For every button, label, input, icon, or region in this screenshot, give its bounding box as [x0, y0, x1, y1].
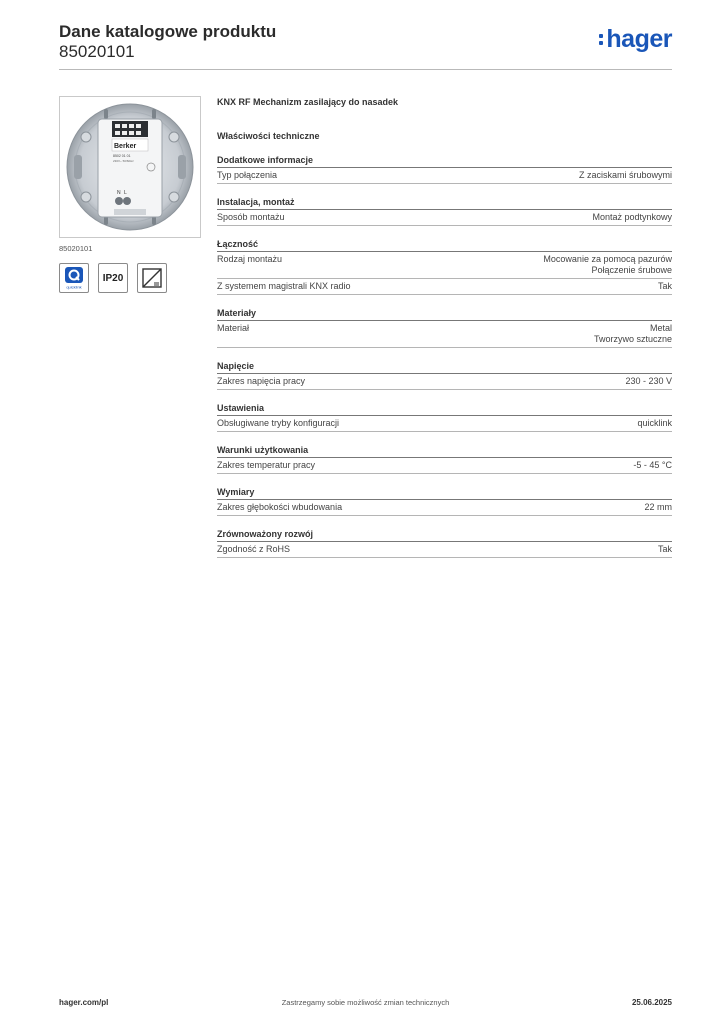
product-photo-icon: Berker 8502 01 01 230V~ 50/60Hz N L: [66, 103, 194, 231]
spec-row: Zakres temperatur pracy -5 - 45 °C: [217, 458, 672, 474]
spec-value: Połączenie śrubowe: [591, 265, 672, 275]
spec-group: Zrównoważony rozwój Zgodność z RoHS Tak: [217, 529, 672, 558]
spec-row: Zakres napięcia pracy 230 - 230 V: [217, 374, 672, 390]
spec-group: Dodatkowe informacje Typ połączenia Z za…: [217, 155, 672, 184]
spec-row: Zgodność z RoHS Tak: [217, 542, 672, 558]
spec-group: Łączność Rodzaj montażu Mocowanie za pom…: [217, 239, 672, 295]
ip20-badge: IP20: [98, 263, 128, 293]
spec-group: Warunki użytkowania Zakres temperatur pr…: [217, 445, 672, 474]
document-title: Dane katalogowe produktu: [59, 22, 277, 41]
spec-value: quicklink: [637, 418, 672, 428]
terminal-l-label: L: [124, 190, 127, 196]
product-name: KNX RF Mechanizm zasilający do nasadek: [217, 97, 399, 107]
spec-row: Sposób montażu Montaż podtynkowy: [217, 210, 672, 226]
footer-website-link[interactable]: hager.com/pl: [59, 998, 109, 1007]
ip20-icon: IP20: [102, 272, 124, 284]
spec-group: Instalacja, montaż Sposób montażu Montaż…: [217, 197, 672, 226]
spec-label: Zakres temperatur pracy: [217, 460, 316, 470]
spec-label: Sposób montażu: [217, 212, 285, 222]
group-title: Napięcie: [217, 361, 672, 374]
group-title: Wymiary: [217, 487, 672, 500]
spec-label: Materiał: [217, 323, 250, 333]
product-code: 85020101: [59, 244, 93, 253]
spec-label: Typ połączenia: [217, 170, 278, 180]
image-brand-label: Berker: [114, 143, 136, 150]
spec-row: Z systemem magistrali KNX radio Tak: [217, 279, 672, 295]
spec-group: Materiały Materiał Metal Tworzywo sztucz…: [217, 308, 672, 348]
spec-group: Napięcie Zakres napięcia pracy 230 - 230…: [217, 361, 672, 390]
spec-row: Obsługiwane tryby konfiguracji quicklink: [217, 416, 672, 432]
document-number: 85020101: [59, 42, 135, 61]
group-title: Ustawienia: [217, 403, 672, 416]
logo-text: hager: [606, 25, 672, 53]
spec-value: Tak: [657, 544, 672, 554]
product-image: Berker 8502 01 01 230V~ 50/60Hz N L: [59, 96, 201, 238]
spec-value: -5 - 45 °C: [633, 460, 672, 470]
quicklink-badge: quicklink: [59, 263, 89, 293]
spec-value: 230 - 230 V: [625, 376, 672, 386]
page-header: Dane katalogowe produktu 85020101 hager: [59, 22, 672, 70]
spec-value: Tak: [657, 281, 672, 291]
spec-value: 22 mm: [644, 502, 672, 512]
group-title: Dodatkowe informacje: [217, 155, 672, 168]
footer-notice: Zastrzegamy sobie możliwość zmian techni…: [281, 998, 450, 1007]
spec-row: Rodzaj montażu Mocowanie za pomocą pazur…: [217, 252, 672, 279]
group-title: Warunki użytkowania: [217, 445, 672, 458]
image-spec-label: 230V~ 50/60Hz: [113, 159, 134, 163]
spec-label: Rodzaj montażu: [217, 254, 283, 264]
spec-group: Ustawienia Obsługiwane tryby konfiguracj…: [217, 403, 672, 432]
spec-value: Tworzywo sztuczne: [593, 334, 672, 344]
flush-mounting-icon: [142, 268, 162, 288]
image-code-label: 8502 01 01: [113, 154, 131, 158]
spec-row: Typ połączenia Z zaciskami śrubowymi: [217, 168, 672, 184]
spec-row: Materiał Metal Tworzywo sztuczne: [217, 321, 672, 348]
quicklink-badge-text: quicklink: [66, 285, 81, 290]
logo-dots-icon: [599, 34, 604, 45]
group-title: Instalacja, montaż: [217, 197, 672, 210]
spec-group: Wymiary Zakres głębokości wbudowania 22 …: [217, 487, 672, 516]
spec-value: Mocowanie za pomocą pazurów: [543, 254, 672, 264]
spec-label: Z systemem magistrali KNX radio: [217, 281, 351, 291]
spec-value: Montaż podtynkowy: [592, 212, 672, 222]
badge-row: quicklink IP20: [59, 263, 167, 293]
spec-value: Z zaciskami śrubowymi: [578, 170, 672, 180]
group-title: Materiały: [217, 308, 672, 321]
group-title: Łączność: [217, 239, 672, 252]
technical-specs: KNX RF Mechanizm zasilający do nasadek W…: [217, 96, 672, 558]
spec-label: Zgodność z RoHS: [217, 544, 291, 554]
spec-value: Metal: [649, 323, 672, 333]
footer-date: 25.06.2025: [631, 998, 672, 1007]
section-title: Właściwości techniczne: [217, 131, 320, 141]
group-title: Zrównoważony rozwój: [217, 529, 672, 542]
spec-label: Zakres głębokości wbudowania: [217, 502, 343, 512]
spec-label: Zakres napięcia pracy: [217, 376, 306, 386]
quicklink-icon: quicklink: [65, 267, 83, 290]
spec-row: Zakres głębokości wbudowania 22 mm: [217, 500, 672, 516]
spec-label: Obsługiwane tryby konfiguracji: [217, 418, 340, 428]
hager-logo: hager: [599, 27, 672, 52]
flush-mounting-badge: [137, 263, 167, 293]
terminal-n-label: N: [117, 190, 121, 196]
